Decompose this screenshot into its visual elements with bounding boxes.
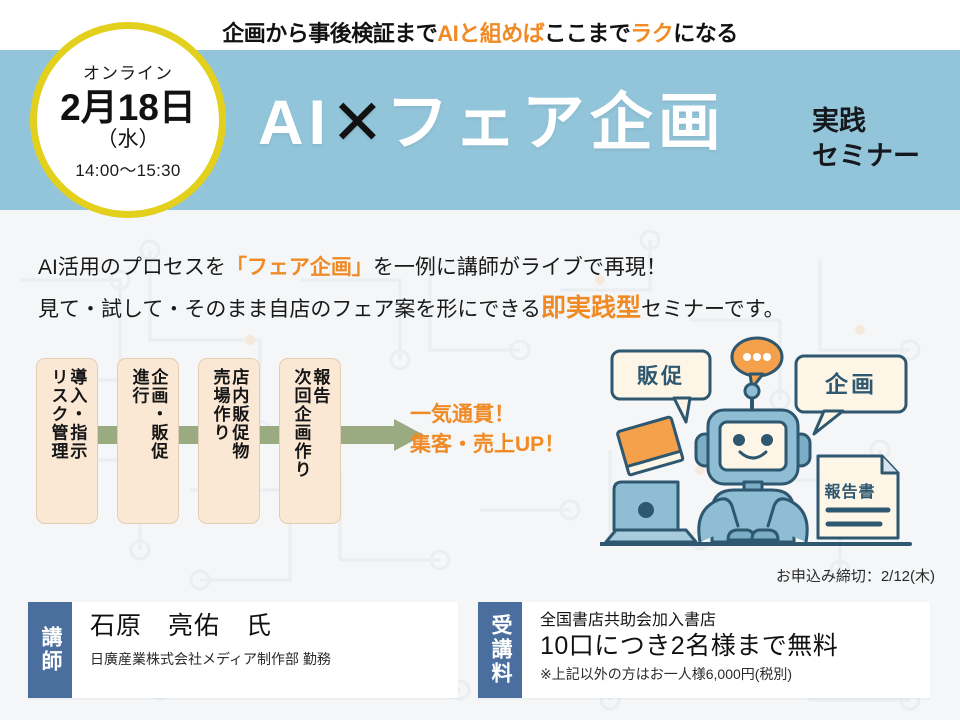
page-title: AI✕フェア企画 bbox=[258, 92, 726, 155]
flow-step-1-left: リスク管理 bbox=[48, 368, 68, 461]
flow-step-3: 店内販促物 売場作り bbox=[198, 358, 260, 524]
date-badge: オンライン 2月18日 （水） 14:00〜15:30 bbox=[30, 22, 226, 218]
lead-line2-b: セミナーです。 bbox=[640, 297, 785, 321]
fee-tab: 受講料 bbox=[478, 602, 522, 698]
tagline-part5: になる bbox=[673, 21, 738, 46]
lecturer-tab: 講師 bbox=[28, 602, 72, 698]
lead-line1-a: AI活用のプロセスを bbox=[38, 256, 226, 279]
event-day-of-week: （水） bbox=[96, 127, 160, 151]
fee-box: 受講料 全国書店共助会加入書店 10口につき2名様まで無料 ※上記以外の方はお一… bbox=[478, 602, 930, 698]
lead-line2-a: 見て・試して・そのまま自店のフェア案を形にできる bbox=[38, 297, 541, 321]
event-date: 2月18日 bbox=[60, 86, 196, 128]
cta-line2: 集客・売上UP！ bbox=[410, 433, 566, 457]
svg-text:企画: 企画 bbox=[824, 371, 877, 397]
tagline-part3: ここまで bbox=[544, 21, 631, 46]
flow-step-1: 導入・指示 リスク管理 bbox=[36, 358, 98, 524]
tagline-accent-raku: ラク bbox=[630, 21, 674, 46]
subtitle-line2: セミナー bbox=[812, 140, 920, 171]
flow-step-4-right: 報告 bbox=[310, 368, 330, 405]
flow-arrow-icon bbox=[394, 419, 424, 451]
tagline-part1: 企画から事後検証まで bbox=[222, 21, 438, 46]
cta-text: 一気通貫！ 集客・売上UP！ bbox=[410, 400, 565, 461]
fee-tab-label: 受講料 bbox=[489, 614, 512, 686]
flow-step-4: 報告 次回企画作り bbox=[279, 358, 341, 524]
subtitle-line1: 実践 bbox=[812, 106, 866, 136]
cta-line1: 一気通貫！ bbox=[410, 403, 515, 426]
tagline-accent-ai: AIと組めば bbox=[437, 21, 545, 46]
lead-line2-accent: 即実践型 bbox=[540, 293, 641, 322]
lead-line1-accent: 「フェア企画」 bbox=[225, 256, 373, 279]
lead-line1: AI活用のプロセスを「フェア企画」を一例に講師がライブで再現！ bbox=[38, 250, 938, 287]
flow-step-2-left: 進行 bbox=[129, 368, 149, 405]
lecturer-box: 講師 石原 亮佑 氏 日廣産業株式会社メディア制作部 勤務 bbox=[28, 602, 458, 698]
flow-step-2-right: 企画・販促 bbox=[148, 368, 168, 461]
lecturer-tab-label: 講師 bbox=[39, 626, 62, 674]
process-flow: 導入・指示 リスク管理 企画・販促 進行 店内販促物 売場作り 報告 次回企画作… bbox=[36, 358, 616, 548]
flow-step-3-right: 店内販促物 bbox=[229, 368, 249, 461]
online-label: オンライン bbox=[83, 63, 173, 83]
svg-text:販促: 販促 bbox=[637, 365, 685, 388]
flow-step-3-left: 売場作り bbox=[210, 368, 230, 442]
event-time: 14:00〜15:30 bbox=[75, 161, 181, 181]
lecturer-name: 石原 亮佑 氏 bbox=[90, 612, 273, 640]
page-subtitle: 実践 セミナー bbox=[812, 104, 920, 173]
lead-line1-b: を一例に講師がライブで再現！ bbox=[372, 256, 667, 279]
svg-text:報告書: 報告書 bbox=[824, 482, 875, 501]
fee-note: ※上記以外の方はお一人様6,000円(税別) bbox=[540, 666, 793, 683]
application-deadline: お申込み締切：2/12(木) bbox=[775, 568, 935, 585]
fee-eligibility: 全国書店共助会加入書店 bbox=[540, 612, 717, 629]
robot-illustration: 販促 企画 報告書 bbox=[600, 336, 912, 546]
tagline: 企画から事後検証までAIと組めばここまでラクになる bbox=[0, 16, 960, 48]
title-theme: フェア企画 bbox=[385, 88, 726, 158]
flow-step-2: 企画・販促 進行 bbox=[117, 358, 179, 524]
title-ai: AI bbox=[258, 88, 331, 158]
lead-description: AI活用のプロセスを「フェア企画」を一例に講師がライブで再現！ 見て・試して・そ… bbox=[38, 250, 938, 331]
lead-line2: 見て・試して・そのまま自店のフェア案を形にできる即実践型セミナーです。 bbox=[38, 287, 938, 331]
cross-icon: ✕ bbox=[331, 88, 386, 158]
fee-main-text: 10口につき2名様まで無料 bbox=[540, 632, 839, 661]
fee-body: 全国書店共助会加入書店 10口につき2名様まで無料 ※上記以外の方はお一人様6,… bbox=[522, 602, 930, 698]
flow-step-1-right: 導入・指示 bbox=[67, 368, 87, 461]
lecturer-body: 石原 亮佑 氏 日廣産業株式会社メディア制作部 勤務 bbox=[72, 602, 458, 698]
flow-step-4-left: 次回企画作り bbox=[291, 368, 311, 479]
lecturer-organization: 日廣産業株式会社メディア制作部 勤務 bbox=[90, 651, 331, 668]
